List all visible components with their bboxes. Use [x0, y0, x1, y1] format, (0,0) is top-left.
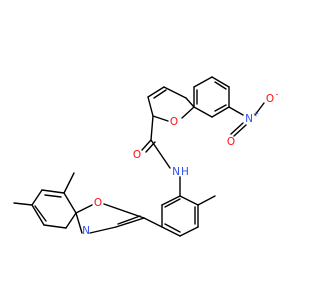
- atom-label-layer: O O N H N + O O - O N: [82, 90, 279, 238]
- bond-line-18: [185, 97, 195, 108]
- bond-layer: [13, 76, 265, 237]
- nitro-nitrogen-label: N: [245, 113, 253, 125]
- bond-line-44: [31, 189, 43, 206]
- bond-line-5: [193, 76, 213, 88]
- bond-line-30: [161, 195, 181, 206]
- bond-line-3: [193, 106, 213, 118]
- bond-line-12: [254, 102, 265, 116]
- nitro-nitrogen-charge: +: [253, 110, 259, 119]
- bond-line-45: [31, 204, 45, 226]
- bond-line-2: [211, 106, 230, 118]
- bond-line-21: [141, 139, 152, 151]
- bond-line-35: [143, 217, 163, 228]
- nitro-oxygen-single-label: O: [266, 93, 274, 105]
- bond-line-36: [103, 203, 145, 219]
- amide-nitrogen-label: N: [172, 166, 180, 178]
- bond-line-23: [150, 139, 171, 169]
- bond-line-0: [211, 76, 230, 88]
- bond-line-10: [233, 124, 247, 137]
- bond-line-6: [214, 81, 227, 90]
- bond-line-37: [75, 204, 93, 214]
- bond-line-34: [197, 195, 216, 206]
- bond-line-46: [43, 224, 67, 229]
- bond-line-17: [163, 86, 187, 99]
- bond-line-39: [89, 226, 117, 234]
- molecule-structure-diagram: O O N H N + O O - O N: [13, 76, 279, 238]
- bond-line-38: [75, 212, 83, 234]
- bond-line-13: [181, 106, 195, 119]
- bond-line-16: [147, 86, 165, 98]
- bond-line-15: [147, 96, 154, 117]
- bond-line-47: [65, 212, 77, 229]
- oxazole-nitrogen-label: N: [82, 225, 90, 237]
- bond-line-19: [153, 89, 167, 99]
- bond-line-25: [179, 195, 199, 206]
- bond-line-11: [230, 122, 244, 135]
- nitro-oxygen-charge: -: [276, 90, 279, 99]
- nitro-oxygen-double-label: O: [227, 136, 235, 148]
- bond-line-51: [13, 202, 33, 206]
- bond-line-40: [115, 217, 145, 228]
- bond-line-43: [41, 189, 65, 194]
- furan-oxygen-label: O: [170, 116, 178, 128]
- bond-line-32: [164, 223, 181, 233]
- carbonyl-oxygen-label: O: [133, 149, 141, 161]
- bond-line-20: [150, 115, 154, 141]
- bond-line-9: [228, 106, 244, 116]
- bond-line-14: [152, 115, 169, 122]
- oxazole-oxygen-label: O: [94, 197, 102, 209]
- bond-line-50: [63, 172, 75, 194]
- bond-line-28: [161, 226, 181, 237]
- bond-line-48: [44, 194, 62, 198]
- bond-line-27: [179, 226, 199, 237]
- bond-line-33: [164, 198, 181, 208]
- amide-hydrogen-label: H: [181, 166, 189, 178]
- bond-line-49: [34, 205, 47, 222]
- bond-line-7: [214, 104, 227, 112]
- bond-line-41: [117, 215, 141, 225]
- bond-line-42: [63, 192, 77, 214]
